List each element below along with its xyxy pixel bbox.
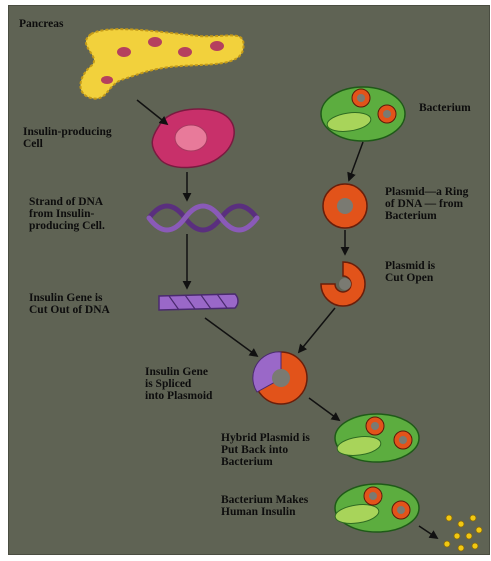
insulin-molecules bbox=[444, 515, 482, 551]
plasmid-ring-shape bbox=[323, 184, 367, 228]
label-bacterium: Bacterium bbox=[419, 102, 471, 114]
hybrid-bacterium-shape bbox=[335, 414, 419, 462]
label-hybrid-back: Hybrid Plasmid is Put Back into Bacteriu… bbox=[221, 432, 310, 468]
label-dna-strand: Strand of DNA from Insulin- producing Ce… bbox=[29, 196, 105, 232]
label-plasmid-ring: Plasmid—a Ring of DNA — from Bacterium bbox=[385, 186, 468, 222]
insulin-bacterium-shape bbox=[334, 484, 419, 532]
label-plasmid-open: Plasmid is Cut Open bbox=[385, 260, 435, 284]
spliced-plasmid-shape bbox=[253, 352, 307, 404]
label-pancreas: Pancreas bbox=[19, 18, 64, 30]
diagram-canvas: Pancreas Insulin-producing Cell Strand o… bbox=[8, 5, 490, 555]
label-insulin-cell: Insulin-producing Cell bbox=[23, 126, 112, 150]
bacterium-shape bbox=[321, 87, 405, 141]
dna-strand-shape bbox=[149, 206, 257, 230]
insulin-cell-shape bbox=[152, 109, 234, 168]
label-gene-spliced: Insulin Gene is Spliced into Plasmoid bbox=[145, 366, 212, 402]
label-gene-cut: Insulin Gene is Cut Out of DNA bbox=[29, 292, 110, 316]
insulin-gene-shape bbox=[159, 294, 238, 310]
label-makes-insulin: Bacterium Makes Human Insulin bbox=[221, 494, 308, 518]
plasmid-cut-shape bbox=[321, 262, 365, 306]
pancreas-shape bbox=[80, 29, 243, 98]
